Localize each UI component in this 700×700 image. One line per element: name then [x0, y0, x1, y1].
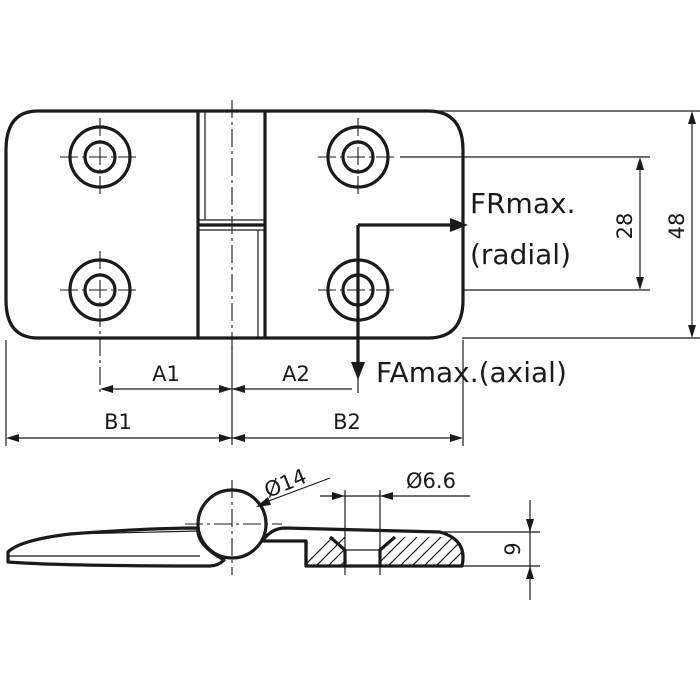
- radial-force-sublabel: (radial): [470, 238, 571, 271]
- dimension-a2-label: A2: [282, 362, 310, 386]
- dimension-hole-diameter-label: Ø6.6: [406, 469, 456, 493]
- dimension-knuckle-diameter: [256, 477, 331, 507]
- dimension-a1-a2: [100, 335, 359, 445]
- dimension-total-height-label: 48: [665, 213, 689, 240]
- mounting-hole-top-left: [60, 118, 140, 196]
- mounting-hole-top-right: [318, 118, 398, 196]
- hinge-knuckle: [196, 100, 267, 350]
- dimension-hole-diameter: [320, 490, 470, 575]
- section-hatching: [306, 537, 463, 566]
- dimension-thickness: [440, 500, 540, 600]
- hinge-plate-outline: [4, 109, 465, 340]
- dimension-hole-spacing-label: 28: [613, 213, 637, 240]
- dimension-total-height: [430, 110, 700, 339]
- side-right-leaf: [260, 526, 465, 568]
- side-left-leaf: [6, 526, 226, 568]
- dimension-b1-label: B1: [104, 410, 132, 434]
- side-countersunk-hole: [328, 535, 397, 566]
- dimension-b2-label: B2: [333, 410, 361, 434]
- hinge-top-view: [4, 100, 465, 395]
- dimension-knuckle-diameter-label: Ø14: [261, 464, 310, 502]
- dimension-hole-spacing: [400, 156, 650, 291]
- axial-force-label: FAmax.(axial): [376, 356, 567, 389]
- dimension-a1-label: A1: [152, 362, 180, 386]
- radial-force-arrow: [358, 218, 468, 232]
- radial-force-label: FRmax.: [470, 187, 575, 220]
- hinge-side-view: [6, 480, 465, 575]
- dimension-b1-b2: [5, 340, 464, 446]
- mounting-hole-bottom-left: [60, 251, 140, 395]
- dimension-thickness-label: 9: [501, 542, 525, 555]
